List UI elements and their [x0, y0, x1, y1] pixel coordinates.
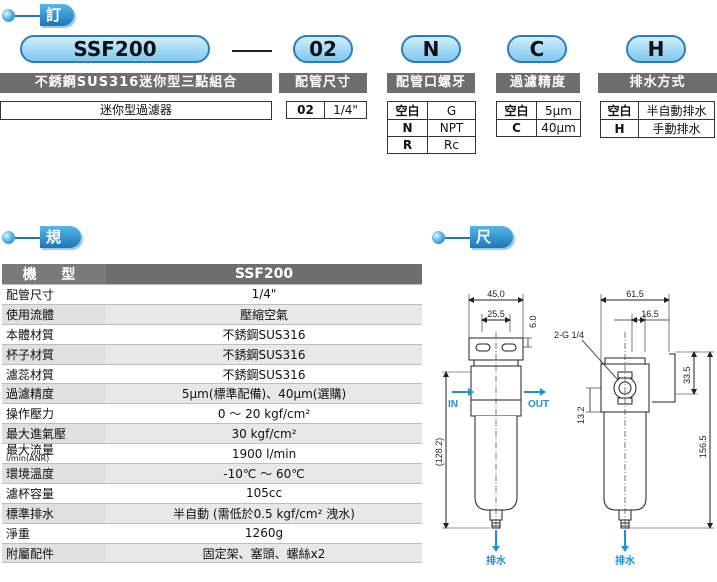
- front-height-label: (128.2): [434, 438, 444, 467]
- thread-option-table: 空白 G N NPT R Rc: [387, 101, 476, 154]
- model-code-pill: SSF200: [20, 35, 210, 63]
- spec-label: 濾杯容量: [2, 483, 106, 504]
- spec-value: 固定架、塞頭、螺絲x2: [106, 543, 422, 564]
- spec-label: 最大流量: [6, 442, 55, 457]
- table-row: H 手動排水: [600, 119, 715, 138]
- drain-arrow-icon: [621, 530, 629, 552]
- spec-label: 最大進氣壓: [2, 423, 106, 445]
- spec-section-title: 規格表: [40, 226, 82, 290]
- spec-row: 杯子材質不銹鋼SUS316: [2, 344, 422, 365]
- spec-value: 不銹鋼SUS316: [106, 364, 422, 385]
- flow-arrow-icon: [452, 388, 546, 552]
- thread-code-pill: N: [401, 35, 461, 63]
- spec-value: 不銹鋼SUS316: [106, 324, 422, 345]
- code-separator-dash: [232, 50, 272, 52]
- table-row: 02 1/4": [286, 101, 367, 119]
- spec-label: 淨重: [2, 523, 106, 544]
- side-port-label: 2-G 1/4: [554, 330, 584, 340]
- spec-value: 0 ～ 20 kgf/cm²: [106, 403, 422, 425]
- thread-title-bar: 配管口螺牙: [387, 73, 475, 93]
- bullet-icon: [2, 9, 15, 22]
- table-row: 空白 G: [387, 101, 476, 120]
- table-row: N NPT: [387, 119, 476, 137]
- filter-option-table: 空白 5μm C 40μm: [496, 101, 581, 137]
- spec-row: 環境溫度-10℃ ～ 60℃: [2, 463, 422, 484]
- table-row: C 40μm: [496, 119, 581, 137]
- front-inner-label: 25.5: [487, 309, 505, 319]
- front-drain-label: 排水: [486, 554, 507, 567]
- spec-row: 濾蕊材質不銹鋼SUS316: [2, 364, 422, 385]
- spec-row: 標準排水半自動 (需低於0.5 kgf/cm² 洩水): [2, 503, 422, 524]
- spec-row: 使用流體壓縮空氣: [2, 304, 422, 325]
- port-title-bar: 配管尺寸: [279, 73, 367, 93]
- spec-label: 操作壓力: [2, 403, 106, 425]
- spec-value: 1/4": [106, 284, 422, 305]
- spec-label: 環境溫度: [2, 463, 106, 484]
- drain-option-table: 空白 半自動排水 H 手動排水: [600, 101, 715, 138]
- spec-value: 105cc: [106, 483, 422, 504]
- side-half-label: 16.5: [641, 309, 659, 319]
- spec-label: 濾蕊材質: [2, 364, 106, 385]
- side-offset-label: 13.2: [576, 406, 586, 424]
- spec-value: 1900 l/min: [106, 443, 422, 465]
- table-row: 空白 5μm: [496, 101, 581, 120]
- side-bracket-label: 33.5: [682, 366, 692, 384]
- drain-code-pill: H: [626, 35, 686, 63]
- spec-sublabel: l/min(ANR): [6, 453, 50, 463]
- spec-label: 標準排水: [2, 503, 106, 524]
- order-section-title: 訂購代號: [40, 4, 75, 90]
- front-top-label: 6.0: [528, 315, 538, 328]
- filter-code-pill: C: [507, 35, 567, 63]
- spec-header-row: 機 型 SSF200: [2, 264, 422, 285]
- spec-value: 不銹鋼SUS316: [106, 344, 422, 365]
- bullet-icon: [2, 231, 15, 244]
- spec-label: 附屬配件: [2, 543, 106, 564]
- side-total-label: 156.5: [698, 435, 708, 458]
- spec-row: 附屬配件固定架、塞頭、螺絲x2: [2, 543, 422, 564]
- model-desc-box: 迷你型過濾器: [0, 101, 272, 120]
- drain-title-bar: 排水方式: [598, 73, 717, 93]
- port-option-table: 02 1/4": [286, 101, 367, 119]
- out-label: OUT: [528, 399, 549, 410]
- spec-row: 本體材質不銹鋼SUS316: [2, 324, 422, 345]
- spec-value: -10℃ ～ 60℃: [106, 463, 422, 484]
- spec-label: 使用流體: [2, 304, 106, 325]
- spec-value: 5μm(標準配備)、40μm(選購): [106, 383, 422, 405]
- spec-label: 本體材質: [2, 324, 106, 345]
- spec-value: 30 kgf/cm²: [106, 423, 422, 445]
- side-view: [581, 294, 714, 537]
- model-desc-bar: 不銹鋼SUS316迷你型三點組合: [0, 73, 272, 93]
- spec-label: 配管尺寸: [2, 284, 106, 305]
- dimension-section-title: 尺寸圖: [470, 226, 514, 290]
- spec-value: 半自動 (需低於0.5 kgf/cm² 洩水): [106, 503, 422, 524]
- bullet-icon: [432, 231, 445, 244]
- port-code-pill: 02: [293, 35, 353, 63]
- front-view: [442, 294, 532, 537]
- side-width-label: 61.5: [626, 289, 644, 299]
- dimension-drawing: 45.0 25.5 6.0 (128.2) IN OUT 排水: [434, 289, 714, 567]
- spec-value: 壓縮空氣: [106, 304, 422, 325]
- spec-label: 杯子材質: [2, 344, 106, 365]
- in-label: IN: [448, 399, 458, 410]
- filter-title-bar: 過濾精度: [496, 73, 580, 93]
- front-width-label: 45.0: [487, 289, 505, 299]
- side-drain-label: 排水: [615, 554, 636, 567]
- spec-label: 過濾精度: [2, 383, 106, 405]
- spec-value: 1260g: [106, 523, 422, 544]
- table-row: 空白 半自動排水: [600, 101, 715, 120]
- table-row: R Rc: [387, 136, 476, 154]
